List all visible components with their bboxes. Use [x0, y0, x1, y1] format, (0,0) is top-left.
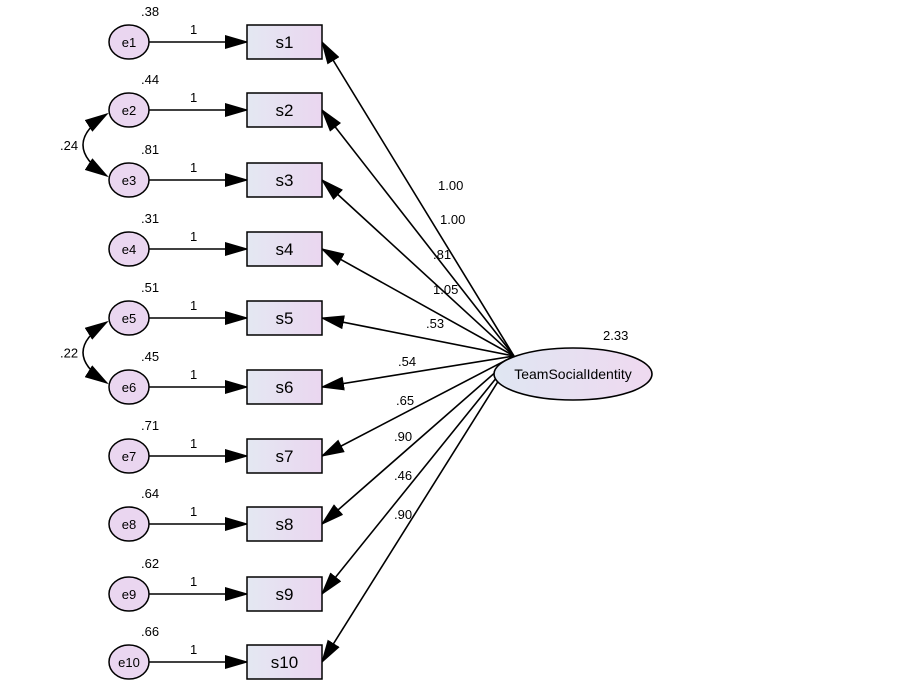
factor-loading-label: .46: [394, 468, 412, 483]
error-term-label: e7: [122, 449, 136, 464]
error-term-label: e9: [122, 587, 136, 602]
loading-path-s2: [320, 108, 515, 357]
fixed-path-coefficient: 1: [190, 642, 197, 657]
covariance-label: .22: [60, 346, 78, 361]
fixed-path-coefficient: 1: [190, 22, 197, 37]
observed-variable-box-s1: [246, 24, 323, 60]
error-term-label: e8: [122, 517, 136, 532]
error-term-label: e2: [122, 103, 136, 118]
observed-variable-box-s4: [246, 231, 323, 267]
observed-variable-label: s5: [276, 309, 294, 328]
error-term-e5: [108, 300, 150, 336]
observed-variable-box-s7: [246, 438, 323, 474]
loading-path-s10: [320, 355, 515, 664]
latent-variable-ellipse: [493, 347, 653, 401]
error-variance-label: .71: [141, 418, 159, 433]
error-term-label: e4: [122, 242, 136, 257]
observed-variable-label: s7: [276, 447, 294, 466]
factor-loading-label: .90: [394, 429, 412, 444]
observed-variable-box-s9: [246, 576, 323, 612]
observed-variable-label: s2: [276, 101, 294, 120]
observed-variable-box-s3: [246, 162, 323, 198]
covariance-arc-e2-e3: [82, 112, 109, 178]
observed-variable-box-s2: [246, 92, 323, 128]
fixed-path-coefficient: 1: [190, 436, 197, 451]
error-variance-label: .45: [141, 349, 159, 364]
factor-loading-label: 1.00: [438, 178, 463, 193]
observed-variable-label: s4: [276, 240, 294, 259]
factor-loading-label: .53: [426, 316, 444, 331]
factor-loading-label: .81: [433, 247, 451, 262]
error-term-label: e10: [118, 655, 140, 670]
error-term-e8: [108, 506, 150, 542]
factor-loading-label: .65: [396, 393, 414, 408]
error-term-e9: [108, 576, 150, 612]
error-term-label: e1: [122, 35, 136, 50]
error-term-e3: [108, 162, 150, 198]
error-variance-label: .64: [141, 486, 159, 501]
factor-loading-label: 1.05: [433, 282, 458, 297]
error-variance-label: .81: [141, 142, 159, 157]
loading-path-s7: [320, 355, 515, 457]
loading-path-s1: [320, 40, 515, 357]
loading-path-s3: [320, 178, 515, 357]
fixed-path-coefficient: 1: [190, 298, 197, 313]
factor-loading-label: .54: [398, 354, 416, 369]
observed-variable-label: s3: [276, 171, 294, 190]
observed-variable-label: s1: [276, 33, 294, 52]
error-term-e1: [108, 24, 150, 60]
error-term-label: e5: [122, 311, 136, 326]
error-term-e4: [108, 231, 150, 267]
loading-path-s4: [320, 248, 515, 357]
observed-variable-box-s10: [246, 644, 323, 680]
error-term-label: e6: [122, 380, 136, 395]
factor-loading-label: 1.00: [440, 212, 465, 227]
error-term-e7: [108, 438, 150, 474]
observed-variable-box-s8: [246, 506, 323, 542]
fixed-path-coefficient: 1: [190, 90, 197, 105]
error-term-label: e3: [122, 173, 136, 188]
latent-variance-label: 2.33: [603, 328, 628, 343]
observed-variable-label: s6: [276, 378, 294, 397]
fixed-path-coefficient: 1: [190, 160, 197, 175]
observed-variable-label: s10: [271, 653, 298, 672]
labels-layer: s1 e1 .38 1 1.00 s2 e2 .44 1 1.00 s3 e3 .81 1 .81 s4 e4.…: [60, 4, 632, 672]
observed-variable-box-s6: [246, 369, 323, 405]
error-term-e6: [108, 369, 150, 405]
observed-variable-box-s5: [246, 300, 323, 336]
error-variance-label: .31: [141, 211, 159, 226]
error-variance-label: .44: [141, 72, 159, 87]
loading-path-s9: [320, 355, 515, 596]
covariance-label: .24: [60, 138, 78, 153]
error-variance-label: .66: [141, 624, 159, 639]
observed-variable-label: s9: [276, 585, 294, 604]
error-variance-label: .51: [141, 280, 159, 295]
nodes-layer: [108, 24, 653, 680]
error-term-e10: [108, 644, 150, 680]
error-term-e2: [108, 92, 150, 128]
observed-variable-label: s8: [276, 515, 294, 534]
loading-path-s8: [320, 355, 515, 526]
error-variance-label: .38: [141, 4, 159, 19]
fixed-path-coefficient: 1: [190, 574, 197, 589]
latent-variable-label: TeamSocialIdentity: [514, 366, 632, 382]
fixed-path-coefficient: 1: [190, 229, 197, 244]
factor-loading-label: .90: [394, 507, 412, 522]
loading-path-s5: [320, 315, 515, 357]
fixed-path-coefficient: 1: [190, 504, 197, 519]
covariance-arc-e5-e6: [82, 320, 109, 385]
loading-path-s6: [320, 355, 515, 391]
fixed-path-coefficient: 1: [190, 367, 197, 382]
paths-layer: [82, 35, 515, 669]
error-variance-label: .62: [141, 556, 159, 571]
